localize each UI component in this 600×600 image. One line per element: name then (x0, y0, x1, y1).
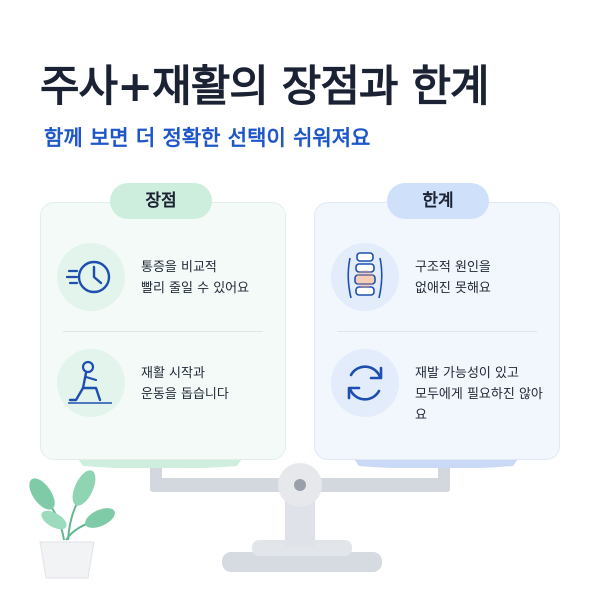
pros-item: 재활 시작과 운동을 돕습니다 (41, 343, 285, 423)
page-subtitle: 함께 보면 더 정확한 선택이 쉬워져요 (44, 126, 371, 150)
cons-item-text: 재발 가능성이 있고 모두에게 필요하진 않아요 (415, 366, 543, 423)
pros-item-text: 통증을 비교적 빨리 줄일 수 있어요 (141, 260, 250, 296)
pros-item: 통증을 비교적 빨리 줄일 수 있어요 (41, 237, 285, 317)
spine-icon (331, 243, 399, 311)
pros-panel: 통증을 비교적 빨리 줄일 수 있어요 재활 시작과 운동을 돕습니다 (40, 202, 286, 460)
cons-item-text: 구조적 원인을 없애진 못해요 (415, 260, 491, 296)
cons-item: 재발 가능성이 있고 모두에게 필요하진 않아요 (315, 343, 559, 423)
cons-item: 구조적 원인을 없애진 못해요 (315, 237, 559, 317)
clock-icon (57, 243, 125, 311)
cons-heading: 한계 (387, 183, 489, 219)
cons-panel: 구조적 원인을 없애진 못해요 재발 가능성이 있고 모두에게 필요하진 않아요 (314, 202, 560, 460)
refresh-cycle-icon (331, 349, 399, 417)
cons-divider (337, 331, 537, 332)
page-title: 주사+재활의 장점과 한계 (40, 62, 490, 112)
potted-plant-icon (29, 470, 115, 579)
pros-divider (63, 331, 263, 332)
lunge-exercise-icon (57, 349, 125, 417)
pros-heading: 장점 (110, 183, 212, 219)
pros-item-text: 재활 시작과 운동을 돕습니다 (141, 366, 229, 402)
